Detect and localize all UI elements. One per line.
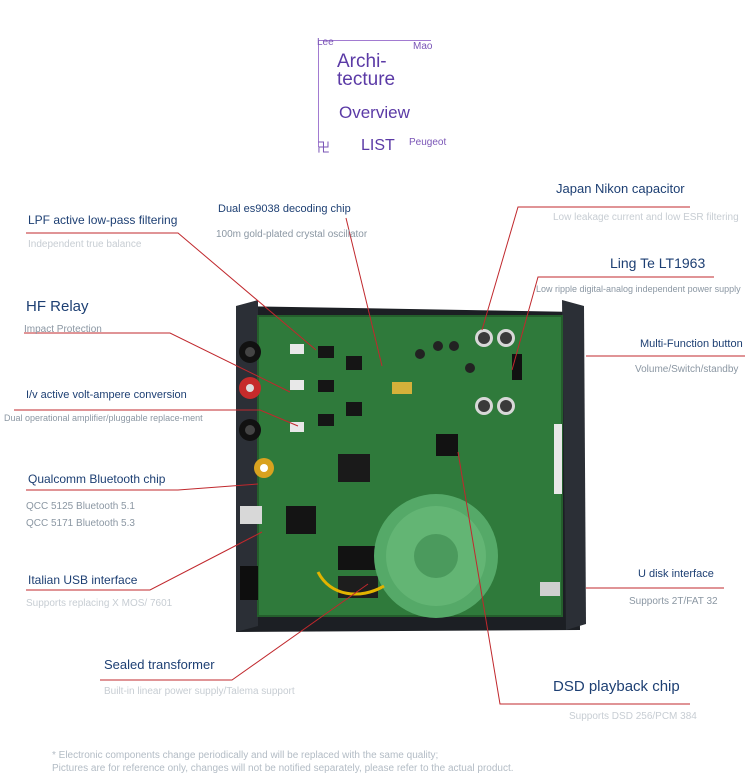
leader-lines <box>14 206 745 705</box>
header-title-line1: Archi- <box>337 51 387 72</box>
callout-lpf-label: LPF active low-pass filtering <box>28 213 178 227</box>
header-corner-top-right: Mao <box>413 41 433 52</box>
callout-udisk-label: U disk interface <box>638 568 714 580</box>
footnote-line1: * Electronic components change periodica… <box>52 750 439 761</box>
callout-multi-button-sub: Volume/Switch/standby <box>635 364 739 375</box>
header-overview: Overview <box>339 103 410 122</box>
rear-connectors <box>239 341 274 600</box>
callout-udisk-sub: Supports 2T/FAT 32 <box>629 596 718 607</box>
crystal-oscillator <box>392 382 412 394</box>
callout-bluetooth-sub1: QCC 5125 Bluetooth 5.1 <box>26 501 135 512</box>
callout-usb-sub: Supports replacing X MOS/ 7601 <box>26 598 173 609</box>
header-corner-bottom-right: Peugeot <box>409 137 447 148</box>
callout-nikon-sub: Low leakage current and low ESR filterin… <box>553 212 739 223</box>
callout-hf-relay-label: HF Relay <box>26 298 89 315</box>
callout-transformer-label: Sealed transformer <box>104 657 215 672</box>
usb-interface-chip <box>286 506 316 534</box>
callout-es9038-sub: 100m gold-plated crystal oscillator <box>216 229 368 240</box>
callout-hf-relay-sub: Impact Protection <box>24 324 102 335</box>
callout-nikon-label: Japan Nikon capacitor <box>556 181 685 196</box>
callout-transformer-sub: Built-in linear power supply/Talema supp… <box>104 686 295 697</box>
footnote-line2: Pictures are for reference only, changes… <box>52 763 514 774</box>
callout-bluetooth-sub2: QCC 5171 Bluetooth 5.3 <box>26 518 135 529</box>
callout-multi-button-label: Multi-Function button <box>640 338 743 350</box>
callout-dsd-sub: Supports DSD 256/PCM 384 <box>569 711 697 722</box>
bluetooth-module <box>338 454 370 482</box>
callout-bluetooth-label: Qualcomm Bluetooth chip <box>28 472 166 486</box>
header-seal-icon: 卍 <box>317 140 331 155</box>
callout-dsd-label: DSD playback chip <box>553 678 680 695</box>
toroidal-transformer <box>316 494 498 618</box>
header-logo-box: Lee Mao Archi- tecture Overview LIST Peu… <box>317 37 446 155</box>
header-corner-top-left: Lee <box>317 37 334 48</box>
callout-iv-label: I/v active volt-ampere conversion <box>26 389 187 401</box>
pcb-components <box>286 329 562 598</box>
callout-iv-sub: Dual operational amplifier/pluggable rep… <box>4 413 203 423</box>
header-list: LIST <box>361 137 395 154</box>
header-title-line2: tecture <box>337 69 396 90</box>
callout-usb-label: Italian USB interface <box>28 573 138 587</box>
dsd-chip <box>436 434 458 456</box>
callout-lpf-sub: Independent true balance <box>28 239 142 250</box>
callout-lt1963-label: Ling Te LT1963 <box>610 255 706 271</box>
footnote: * Electronic components change periodica… <box>52 749 514 775</box>
callout-es9038-label: Dual es9038 decoding chip <box>218 203 351 215</box>
callout-lt1963-sub: Low ripple digital-analog independent po… <box>536 284 741 294</box>
header-title: Archi- tecture <box>337 51 396 90</box>
